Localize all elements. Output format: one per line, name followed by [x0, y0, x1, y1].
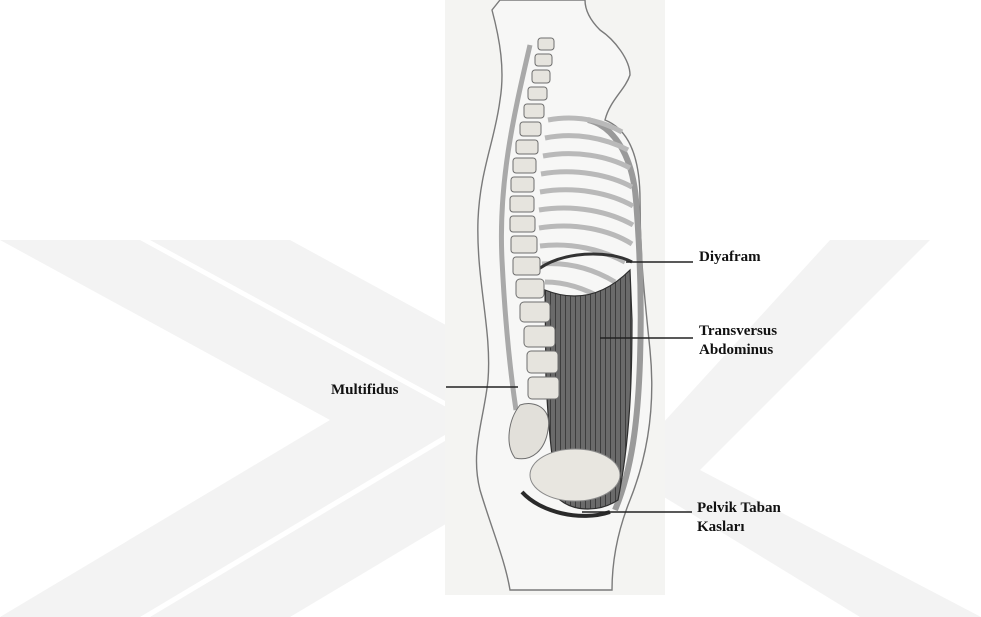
- diyafram-label-text: Diyafram: [699, 248, 761, 267]
- multifidus-label: Multifidus: [331, 381, 399, 400]
- vertebra: [535, 54, 552, 66]
- vertebra: [520, 122, 541, 136]
- vertebra: [528, 87, 547, 100]
- vertebra: [510, 216, 535, 232]
- vertebra: [524, 104, 544, 118]
- vertebra: [510, 196, 534, 212]
- vertebra: [524, 326, 555, 347]
- transversus-label-line2: Abdominus: [699, 341, 777, 360]
- vertebra: [511, 236, 537, 253]
- vertebra: [511, 177, 534, 192]
- vertebra: [532, 70, 550, 83]
- transversus-abdominus-label: Transversus Abdominus: [699, 322, 777, 360]
- pelvik-label-line2: Kasları: [697, 518, 781, 537]
- vertebra: [516, 140, 538, 154]
- pelvic-floor-label: Pelvik Taban Kasları: [697, 499, 781, 537]
- diyafram-label: Diyafram: [699, 248, 761, 267]
- vertebra: [527, 351, 558, 373]
- vertebra: [516, 279, 544, 298]
- vertebra: [513, 158, 536, 173]
- multifidus-label-text: Multifidus: [331, 381, 399, 400]
- pelvik-label-line1: Pelvik Taban: [697, 499, 781, 518]
- vertebra: [520, 302, 550, 322]
- vertebra: [528, 377, 559, 399]
- pelvis-bone: [530, 449, 620, 501]
- vertebra: [513, 257, 540, 275]
- transversus-label-line1: Transversus: [699, 322, 777, 341]
- vertebra: [538, 38, 554, 50]
